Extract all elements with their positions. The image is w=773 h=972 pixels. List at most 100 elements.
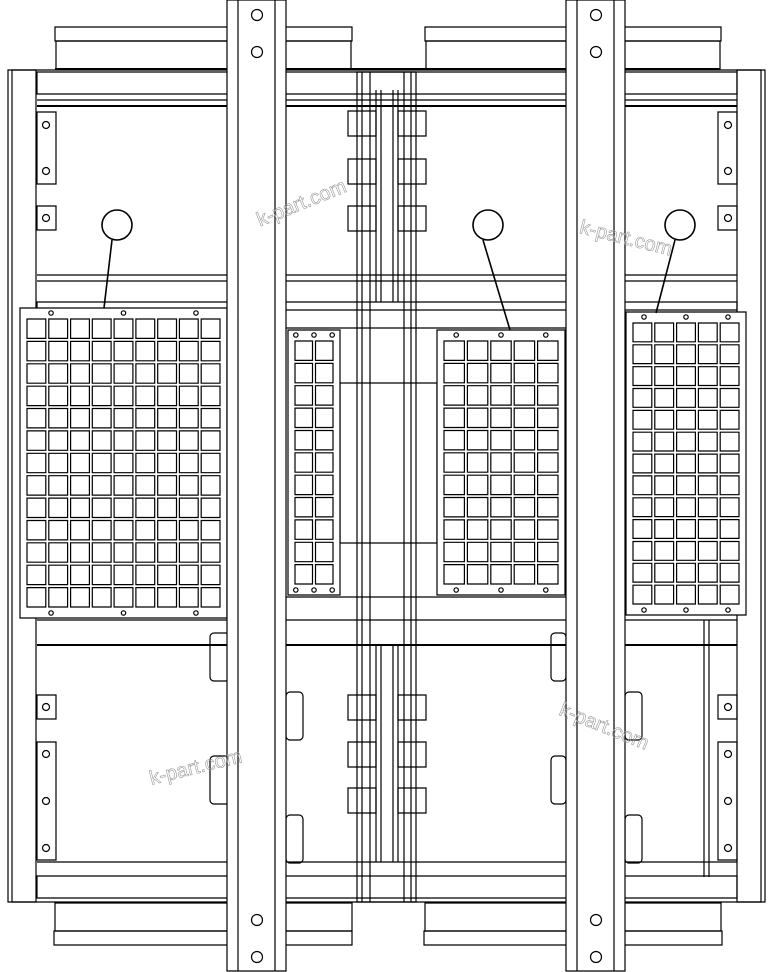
- filter-grilles: [20, 308, 746, 618]
- grille-cell: [514, 565, 534, 584]
- grille-cell: [698, 563, 717, 582]
- grille-cell: [655, 345, 674, 364]
- grille-cell: [655, 410, 674, 429]
- grille-cell: [514, 498, 534, 517]
- grille-cell: [720, 542, 739, 561]
- grille-cell: [444, 453, 464, 472]
- grille-cell: [49, 431, 68, 450]
- grille-cell: [720, 367, 739, 386]
- grille-cell: [201, 409, 220, 428]
- grille-cell: [538, 386, 558, 405]
- grille-cell: [467, 565, 487, 584]
- grille-cell: [698, 323, 717, 342]
- bolt-hole-icon: [591, 915, 602, 926]
- grille-cell: [158, 319, 177, 338]
- grille-cell: [295, 431, 313, 450]
- grille-cell: [158, 431, 177, 450]
- grille-cell: [71, 543, 90, 562]
- grille-cell: [467, 341, 487, 360]
- grille-cell: [316, 386, 334, 405]
- grille-cell: [92, 476, 111, 495]
- grille-cell: [655, 563, 674, 582]
- grille-cell: [491, 453, 511, 472]
- side-brackets: [37, 112, 737, 860]
- grille-cell: [136, 543, 155, 562]
- grille-cell: [655, 454, 674, 473]
- grille-cell: [201, 498, 220, 517]
- grille-cell: [444, 565, 464, 584]
- grille-cell: [316, 475, 334, 494]
- grille-cell: [179, 409, 198, 428]
- grille-cell: [71, 521, 90, 540]
- grille-cell: [538, 520, 558, 539]
- vertical-uprights: [227, 0, 625, 971]
- grille-cell: [444, 386, 464, 405]
- grille-cell: [179, 319, 198, 338]
- grille-cell: [677, 345, 696, 364]
- grille-cell: [655, 585, 674, 604]
- grille-cell: [720, 585, 739, 604]
- grille-cell: [179, 364, 198, 383]
- grille-cell: [677, 520, 696, 539]
- grille-cell: [316, 542, 334, 561]
- grille-cell: [27, 521, 46, 540]
- grille-cell: [316, 431, 334, 450]
- grille-cell: [179, 498, 198, 517]
- grille-cell: [538, 542, 558, 561]
- grille-cell: [444, 363, 464, 382]
- grille-cell: [71, 386, 90, 405]
- grille-cell: [316, 408, 334, 427]
- grille-cell: [114, 364, 133, 383]
- grille-cell: [27, 409, 46, 428]
- grille-cell: [201, 543, 220, 562]
- grille-cell: [71, 319, 90, 338]
- bolt-hole-icon: [252, 915, 263, 926]
- grille-cell: [698, 476, 717, 495]
- grille-cell: [514, 386, 534, 405]
- grille-cell: [92, 543, 111, 562]
- grille-cell: [491, 431, 511, 450]
- callout-2: [473, 210, 510, 330]
- grille-cell: [491, 475, 511, 494]
- grille-cell: [720, 520, 739, 539]
- grille-cell: [633, 410, 652, 429]
- grille-cell: [71, 409, 90, 428]
- grille-cell: [655, 542, 674, 561]
- grille-center-right: [437, 330, 565, 595]
- grille-cell: [92, 588, 111, 607]
- grille-cell: [316, 565, 334, 584]
- grille-cell: [444, 475, 464, 494]
- grille-cell: [201, 521, 220, 540]
- grille-cell: [698, 345, 717, 364]
- grille-cell: [49, 386, 68, 405]
- grille-cell: [633, 520, 652, 539]
- grille-cell: [49, 319, 68, 338]
- grille-cell: [491, 363, 511, 382]
- grille-cell: [467, 542, 487, 561]
- grille-cell: [677, 389, 696, 408]
- grille-cell: [295, 363, 313, 382]
- grille-cell: [720, 345, 739, 364]
- grille-cell: [698, 585, 717, 604]
- grille-cell: [514, 408, 534, 427]
- grille-cell: [92, 364, 111, 383]
- grille-cell: [71, 341, 90, 360]
- grille-cell: [720, 454, 739, 473]
- grille-cell: [114, 319, 133, 338]
- grille-cell: [114, 453, 133, 472]
- callout-1: [102, 210, 132, 308]
- grille-cell: [538, 431, 558, 450]
- grille-cell: [27, 453, 46, 472]
- grille-cell: [71, 476, 90, 495]
- grille-cell: [698, 542, 717, 561]
- grille-cell: [720, 323, 739, 342]
- bolt-hole-icon: [591, 47, 602, 58]
- grille-cell: [49, 453, 68, 472]
- grille-cell: [27, 364, 46, 383]
- grille-cell: [92, 386, 111, 405]
- grille-cell: [136, 565, 155, 584]
- grille-cell: [49, 476, 68, 495]
- bolt-hole-icon: [591, 10, 602, 21]
- grille-cell: [49, 588, 68, 607]
- grille-cell: [295, 453, 313, 472]
